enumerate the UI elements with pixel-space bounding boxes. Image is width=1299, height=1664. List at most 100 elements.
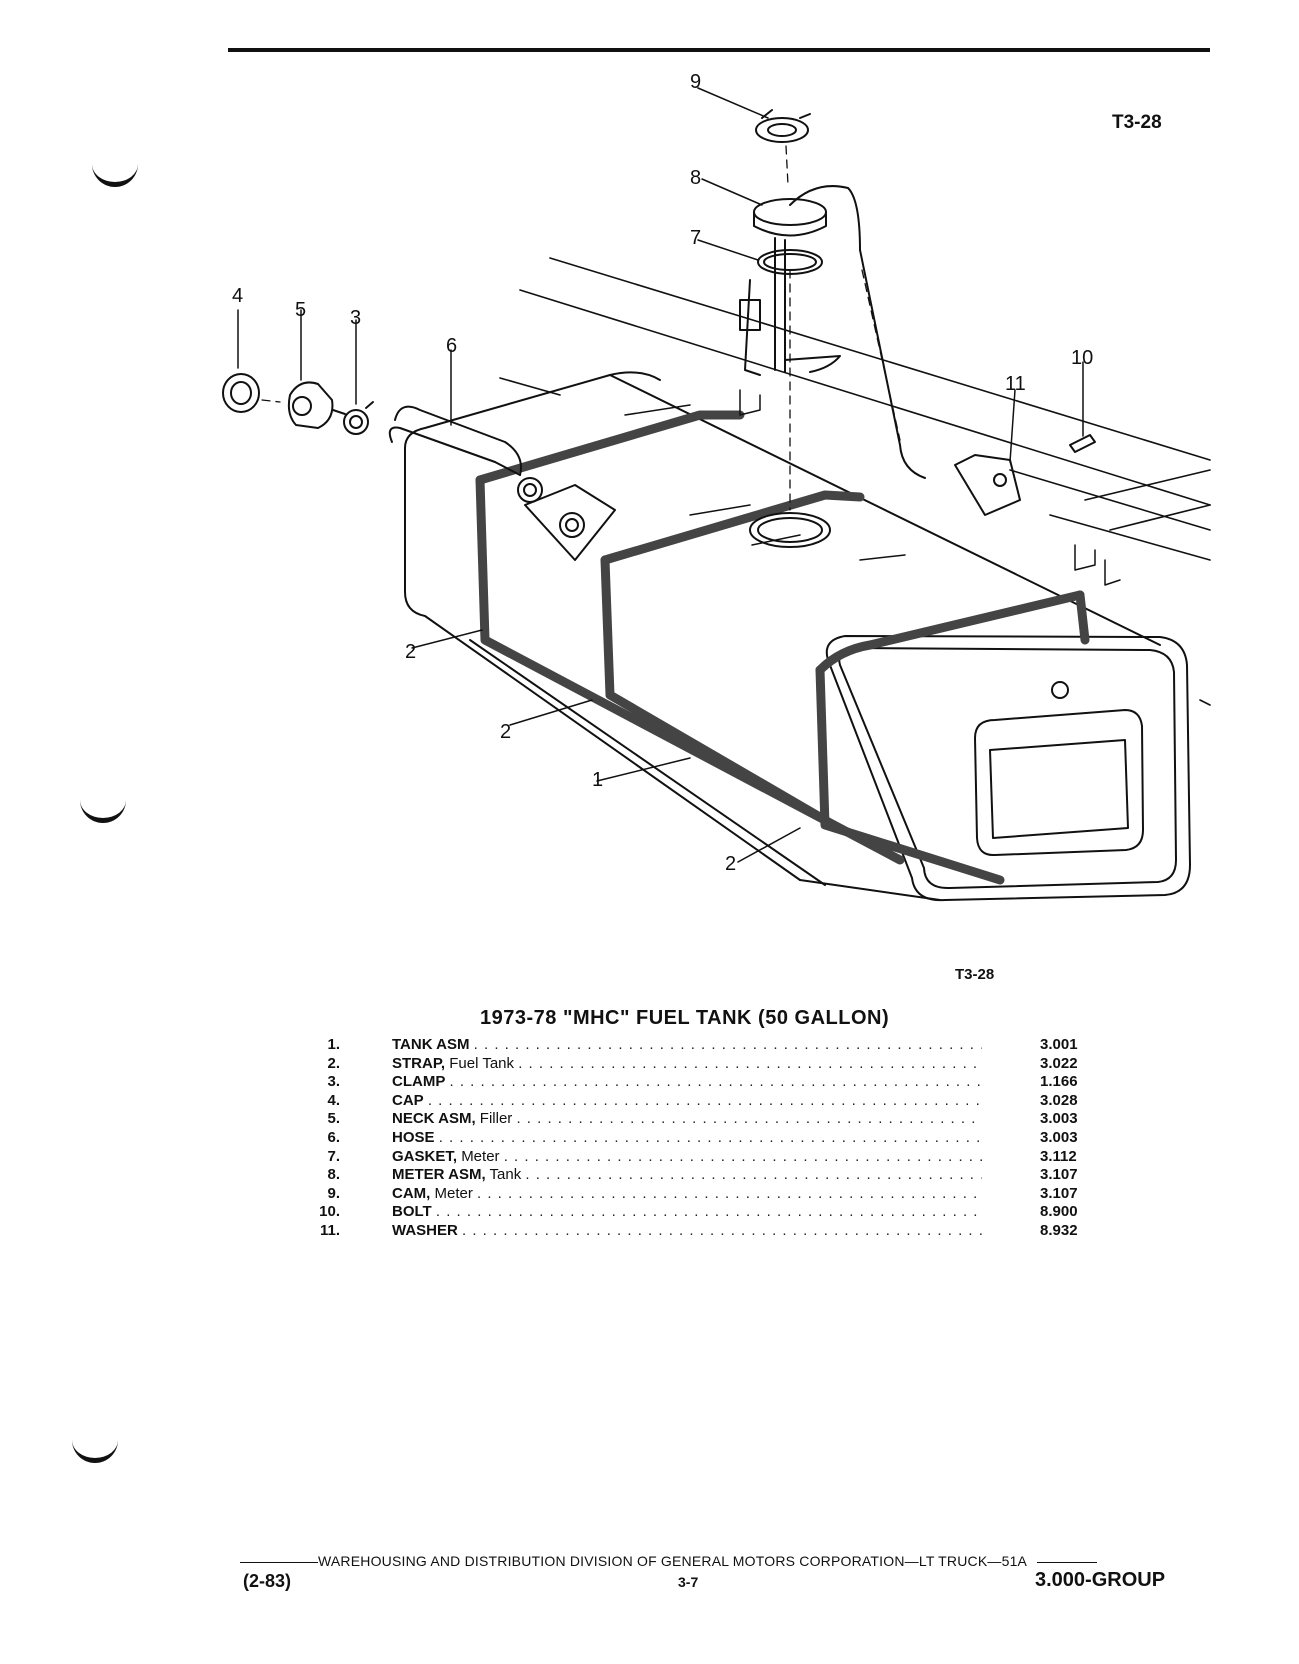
footer-division-line: WAREHOUSING AND DISTRIBUTION DIVISION OF… bbox=[240, 1553, 1220, 1569]
fuel-tank-exploded-diagram: 9 8 7 4 5 3 6 10 11 2 2 1 2 bbox=[222, 71, 1211, 902]
callout-3: 3 bbox=[350, 307, 361, 329]
part-description: CLAMP . . . . . . . . . . . . . . . . . … bbox=[392, 1073, 982, 1092]
filler-neck bbox=[287, 381, 346, 429]
part-name: WASHER bbox=[392, 1221, 458, 1239]
part-detail: Tank bbox=[489, 1166, 522, 1184]
top-rule bbox=[228, 48, 1210, 52]
binder-hole-top bbox=[92, 160, 138, 187]
callout-4: 4 bbox=[232, 285, 243, 307]
leader-dots: . . . . . . . . . . . . . . . . . . . . … bbox=[435, 1203, 982, 1221]
group-number: 8.900 bbox=[1040, 1203, 1078, 1221]
part-description: TANK ASM . . . . . . . . . . . . . . . .… bbox=[392, 1036, 982, 1055]
part-description: STRAP, Fuel Tank . . . . . . . . . . . .… bbox=[392, 1055, 982, 1074]
part-name: GASKET, bbox=[392, 1147, 458, 1165]
group-number: 3.112 bbox=[1040, 1147, 1077, 1165]
part-description: GASKET, Meter . . . . . . . . . . . . . … bbox=[392, 1148, 982, 1167]
callout-8: 8 bbox=[690, 167, 701, 189]
leader-dots: . . . . . . . . . . . . . . . . . . . . … bbox=[438, 1128, 982, 1146]
part-description: CAP . . . . . . . . . . . . . . . . . . … bbox=[392, 1092, 982, 1111]
meter-assembly bbox=[739, 185, 861, 376]
callout-10: 10 bbox=[1071, 347, 1093, 369]
callout-2a: 2 bbox=[405, 641, 416, 663]
bolt bbox=[1069, 434, 1096, 453]
leader-dots: . . . . . . . . . . . . . . . . . . . . … bbox=[477, 1184, 982, 1202]
part-number: 8. bbox=[327, 1166, 340, 1184]
part-row: 7. GASKET, Meter . . . . . . . . . . . .… bbox=[310, 1148, 1100, 1167]
part-row: 1. TANK ASM . . . . . . . . . . . . . . … bbox=[310, 1036, 1100, 1055]
part-name: CLAMP bbox=[392, 1073, 446, 1091]
clamp-hose-end bbox=[517, 477, 543, 503]
leader-dots: . . . . . . . . . . . . . . . . . . . . … bbox=[516, 1110, 982, 1128]
part-row: 5. NECK ASM, Filler . . . . . . . . . . … bbox=[310, 1110, 1100, 1129]
part-detail: Filler bbox=[479, 1110, 513, 1128]
group-number: 3.107 bbox=[1040, 1184, 1078, 1202]
part-name: CAM, bbox=[392, 1184, 431, 1202]
leader-dots: . . . . . . . . . . . . . . . . . . . . … bbox=[503, 1147, 982, 1165]
part-detail: Fuel Tank bbox=[449, 1054, 515, 1072]
fuel-line-bracket bbox=[859, 249, 1021, 516]
footer-date: (2-83) bbox=[243, 1571, 292, 1591]
part-description: BOLT . . . . . . . . . . . . . . . . . .… bbox=[392, 1203, 982, 1222]
group-number: 3.028 bbox=[1040, 1091, 1078, 1109]
callout-leaders bbox=[237, 87, 1084, 863]
footer-rule-right bbox=[1037, 1561, 1098, 1563]
part-number: 11. bbox=[319, 1221, 340, 1239]
part-name: CAP bbox=[392, 1091, 424, 1109]
binder-hole-bottom bbox=[72, 1436, 118, 1463]
strap-3 bbox=[815, 590, 1090, 885]
meter-opening bbox=[749, 512, 831, 548]
part-number: 9. bbox=[327, 1184, 340, 1202]
part-row: 11. WASHER . . . . . . . . . . . . . . .… bbox=[310, 1222, 1100, 1241]
figure-id-top: T3-28 bbox=[1112, 112, 1162, 133]
part-number: 2. bbox=[327, 1054, 340, 1072]
footer-group: 3.000-GROUP bbox=[1035, 1569, 1166, 1591]
callout-9: 9 bbox=[690, 71, 701, 93]
leader-dots: . . . . . . . . . . . . . . . . . . . . … bbox=[473, 1036, 982, 1053]
part-number: 5. bbox=[327, 1110, 340, 1128]
callout-1: 1 bbox=[592, 769, 603, 791]
part-number: 6. bbox=[327, 1128, 340, 1146]
binder-hole-middle bbox=[80, 796, 126, 823]
strap-2 bbox=[600, 490, 865, 825]
part-detail: Meter bbox=[461, 1147, 500, 1165]
leader-dots: . . . . . . . . . . . . . . . . . . . . … bbox=[427, 1091, 982, 1109]
footer-division-text: WAREHOUSING AND DISTRIBUTION DIVISION OF… bbox=[318, 1553, 1028, 1569]
part-row: 3. CLAMP . . . . . . . . . . . . . . . .… bbox=[310, 1073, 1100, 1092]
part-number: 3. bbox=[327, 1073, 340, 1091]
cam bbox=[755, 109, 811, 143]
part-number: 4. bbox=[327, 1091, 340, 1109]
part-row: 8. METER ASM, Tank . . . . . . . . . . .… bbox=[310, 1166, 1100, 1185]
tank-ribs bbox=[624, 404, 906, 561]
leader-dots: . . . . . . . . . . . . . . . . . . . . … bbox=[525, 1166, 982, 1184]
tank-end-face bbox=[825, 635, 1191, 902]
part-description: CAM, Meter . . . . . . . . . . . . . . .… bbox=[392, 1185, 982, 1204]
group-number: 3.001 bbox=[1040, 1036, 1078, 1053]
footer-rule-left bbox=[240, 1561, 318, 1563]
callout-6: 6 bbox=[446, 335, 457, 357]
parts-list: 1. TANK ASM . . . . . . . . . . . . . . … bbox=[310, 1036, 1100, 1241]
figure-id-bottom: T3-28 bbox=[955, 966, 995, 983]
callout-11: 11 bbox=[1005, 373, 1026, 395]
part-number: 7. bbox=[327, 1147, 340, 1165]
group-number: 3.003 bbox=[1040, 1110, 1078, 1128]
part-row: 6. HOSE . . . . . . . . . . . . . . . . … bbox=[310, 1129, 1100, 1148]
part-row: 4. CAP . . . . . . . . . . . . . . . . .… bbox=[310, 1092, 1100, 1111]
part-name: STRAP, bbox=[392, 1054, 446, 1072]
part-description: WASHER . . . . . . . . . . . . . . . . .… bbox=[392, 1222, 982, 1241]
filler-port bbox=[524, 484, 616, 561]
group-number: 1.166 bbox=[1040, 1073, 1078, 1091]
part-row: 9. CAM, Meter . . . . . . . . . . . . . … bbox=[310, 1185, 1100, 1204]
hanger-clips bbox=[739, 389, 1121, 586]
part-description: NECK ASM, Filler . . . . . . . . . . . .… bbox=[392, 1110, 982, 1129]
cap bbox=[222, 373, 260, 413]
part-name: NECK ASM, bbox=[392, 1110, 476, 1128]
part-detail: Meter bbox=[434, 1184, 473, 1202]
callout-2b: 2 bbox=[500, 721, 511, 743]
part-description: HOSE . . . . . . . . . . . . . . . . . .… bbox=[392, 1129, 982, 1148]
leader-dots: . . . . . . . . . . . . . . . . . . . . … bbox=[518, 1054, 982, 1072]
part-name: BOLT bbox=[392, 1203, 432, 1221]
part-description: METER ASM, Tank . . . . . . . . . . . . … bbox=[392, 1166, 982, 1185]
callout-5: 5 bbox=[295, 299, 306, 321]
clamp-3 bbox=[343, 401, 374, 435]
group-number: 3.107 bbox=[1040, 1166, 1078, 1184]
